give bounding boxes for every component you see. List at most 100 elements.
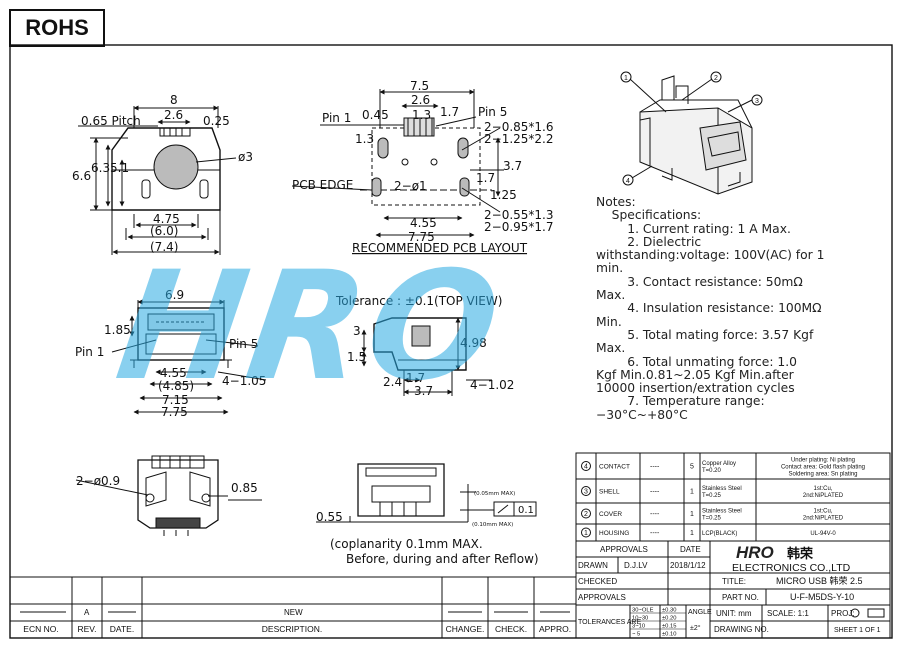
bom-material: Copper Alloy [702, 461, 736, 467]
side-dim-3: 3 [353, 324, 361, 338]
bom-dash: ---- [650, 464, 660, 471]
bom-finish: UL-94V-0 [810, 531, 836, 537]
front-view-labels: 6.9 1.85 Pin 1 Pin 5 4.55 (4.85) 7.15 7.… [75, 288, 266, 419]
bom-quantity: 1 [690, 489, 694, 496]
revision-header: DATE. [110, 624, 134, 634]
coplanarity-line1: (coplanarity 0.1mm MAX. [330, 537, 483, 551]
dim-pitch: 0.65 Pitch [81, 114, 141, 128]
pcb-pin1: Pin 1 [322, 111, 351, 125]
tb-scale: SCALE: 1:1 [767, 609, 809, 618]
pcb-layout [291, 89, 504, 238]
bom-material: T=0.25 [702, 493, 722, 499]
bottom-dim-0-85: 0.85 [231, 481, 258, 495]
isometric-view [620, 71, 763, 195]
bom-finish: 1st:Cu, [813, 509, 832, 515]
pcb-dim-1-3a: 1.3 [412, 108, 431, 122]
note-line: −30°C~+80°C [596, 407, 688, 422]
note-line: 4. Insulation resistance: 100MΩ [596, 301, 822, 316]
pcb-dim-095: 2−0.95*1.7 [484, 220, 554, 234]
pcb-pin5: Pin 5 [478, 105, 507, 119]
revision-values: A NEW [84, 608, 303, 617]
tb-title-label: TITLE: [722, 577, 746, 586]
dim-5-1: 5.1 [110, 161, 129, 175]
tb-unit: UNIT: mm [716, 609, 752, 618]
bom-finish: Under plating: Ni plating [791, 458, 855, 464]
front-dim-4-85: (4.85) [158, 379, 194, 393]
bom-item-number: 4 [584, 464, 588, 471]
bom-part-name: HOUSING [599, 530, 629, 537]
bom-finish: 2nd:NiPLATED [803, 493, 844, 499]
rear-max-010: (0.10mm MAX) [472, 522, 513, 528]
tb-drawing-no: DRAWING NO. [714, 625, 769, 634]
revision-header: CHANGE. [446, 624, 485, 634]
bom-item-circle [581, 461, 591, 471]
rear-view [316, 463, 537, 523]
bom-material: LCP(BLACK) [702, 531, 737, 537]
tb-logo: HRO [736, 543, 774, 562]
bom-table [575, 452, 891, 542]
bom-material: T=0.20 [702, 468, 722, 474]
side-dim-1-5: 1.5 [347, 350, 366, 364]
front-dim-6-9: 6.9 [165, 288, 184, 302]
side-dim-2-4: 2.4 [383, 375, 402, 389]
top-view-labels: 8 2.6 0.65 Pitch 0.25 6.6 6.3 5.1 ø3 4.7… [72, 93, 253, 254]
dim-0-25: 0.25 [203, 114, 230, 128]
pcb-dim-1-7a: 1.7 [440, 105, 459, 119]
side-view [361, 317, 492, 396]
note-line: Max. [596, 288, 626, 303]
rohs-badge: ROHS [9, 9, 105, 47]
revision-table [10, 576, 576, 638]
dim-8: 8 [170, 93, 178, 107]
tb-drawn: DRAWN [578, 561, 608, 570]
bom-finish: 1st:Cu, [813, 486, 832, 492]
note-line: 3. Contact resistance: 50mΩ [596, 274, 803, 289]
front-dim-4-1-05: 4−1.05 [222, 374, 266, 388]
tb-angle-val: ±2° [690, 624, 701, 632]
tb-approvals2: APPROVALS [578, 593, 626, 602]
callout-3: 3 [755, 98, 759, 105]
bom-item-circle [581, 508, 591, 519]
title-block-text: APPROVALS DATE HRO 韩荣 ELECTRONICS CO.,LT… [578, 543, 881, 634]
revision-header: CHECK. [495, 624, 527, 634]
bottom-view [75, 455, 262, 536]
tb-checked: CHECKED [578, 577, 617, 586]
tolerance-range: 10~30 [632, 616, 648, 622]
bom-finish: Soldering area: Sn plating [788, 472, 857, 478]
pcb-dim-4-55: 4.55 [410, 216, 437, 230]
isometric-callouts: 1 2 3 4 [624, 75, 759, 185]
bom-finish: Contact area: Gold flash plating [781, 465, 865, 471]
bom-dash: ---- [650, 511, 660, 518]
desc-value: NEW [284, 608, 303, 617]
pcb-edge: PCB EDGE [292, 178, 353, 192]
bom-quantity: 5 [690, 464, 694, 471]
tb-sheet: SHEET 1 OF 1 [834, 627, 881, 634]
pcb-layout-labels: 7.5 2.6 Pin 1 0.45 1.3 1.7 Pin 5 2−0.85*… [292, 79, 554, 255]
dim-4-75: 4.75 [153, 212, 180, 226]
title-block [575, 540, 891, 639]
front-dim-7-15: 7.15 [162, 393, 189, 407]
note-line: 7. Temperature range: [596, 394, 765, 409]
rear-max-005: (0.05mm MAX) [474, 491, 515, 497]
bom-part-name: COVER [599, 511, 622, 518]
revision-headers: ECN NO.REV.DATE.DESCRIPTION.CHANGE.CHECK… [23, 624, 571, 634]
bottom-view-labels: 2−ø0.9 0.85 [76, 474, 258, 495]
pcb-dim-2-6: 2.6 [411, 93, 430, 107]
note-line: 10000 insertion/extration cycles [596, 381, 795, 396]
tb-tolerances: TOLERANCES ARE [578, 619, 642, 626]
front-dim-1-85: 1.85 [104, 323, 131, 337]
rear-flatness: 0.1 [518, 505, 534, 516]
pcb-dim-1-3b: 1.3 [355, 132, 374, 146]
front-pin5: Pin 5 [229, 337, 258, 351]
revision-header: APPRO. [539, 624, 571, 634]
front-dim-4-55: 4.55 [160, 366, 187, 380]
top-view [78, 105, 237, 255]
tb-approvals: APPROVALS [600, 545, 648, 554]
bottom-phi-0-9: 2−ø0.9 [76, 474, 120, 488]
bom-item-circle [581, 527, 591, 538]
note-line: Max. [596, 341, 626, 356]
tb-drawn-date: 2018/1/12 [670, 561, 706, 570]
